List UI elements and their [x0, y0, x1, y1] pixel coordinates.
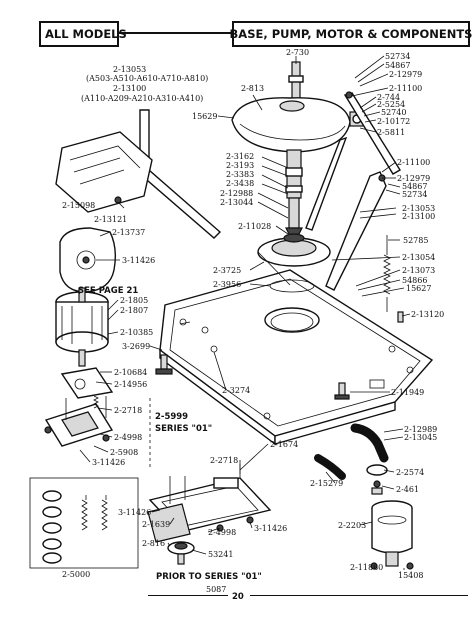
- label-3-11426-d: 3-11426: [254, 524, 287, 533]
- leader-lines: [75, 55, 411, 570]
- suspension-springs: [383, 235, 391, 312]
- label-2-2718-b: 2-2718: [210, 456, 238, 465]
- label-2-10172: 2-10172: [377, 117, 410, 126]
- header-right-title: BASE, PUMP, MOTOR & COMPONENTS: [230, 21, 472, 47]
- label-2-12989: 2-12989: [404, 425, 437, 434]
- label-2-5000: 2-5000: [62, 570, 90, 579]
- label-prior-series: PRIOR TO SERIES "01": [156, 572, 262, 582]
- label-2-1674: 2-1674: [270, 440, 298, 449]
- filter-canister: [370, 500, 414, 570]
- prior-series-bracket: [147, 460, 272, 565]
- label-2-3274: 2-3274: [222, 386, 250, 395]
- label-2-10684: 2-10684: [114, 368, 147, 377]
- label-2-13053-a: 2-13053: [113, 65, 146, 74]
- label-2-13053-b: 2-13053: [402, 204, 435, 213]
- label-2-1639: 2-1639: [142, 520, 170, 529]
- label-2-13100-a: 2-13100: [113, 84, 146, 93]
- label-3-2699: 3-2699: [122, 342, 150, 351]
- label-54866: 54866: [402, 276, 427, 285]
- label-52734-b: 52734: [402, 190, 427, 199]
- hoses: [314, 423, 389, 495]
- motor: [55, 287, 109, 367]
- page-number: 20: [232, 592, 244, 602]
- pump-body: [59, 227, 117, 293]
- drive-pulley: [257, 233, 331, 293]
- header-left-title: ALL MODELS: [39, 21, 127, 47]
- label-2-15098: 2-15098: [62, 201, 95, 210]
- label-2-11100-b: 2-11100: [397, 158, 430, 167]
- label-2-12979-b: 2-12979: [397, 174, 430, 183]
- label-2-15279: 2-15279: [310, 479, 343, 488]
- label-2-11880: 2-11880: [350, 563, 383, 572]
- label-2-2203: 2-2203: [338, 521, 366, 530]
- label-2-3383: 2-3383: [226, 170, 254, 179]
- label-2-816: 2-816: [142, 539, 165, 548]
- label-2-2718-a: 2-2718: [114, 406, 142, 415]
- footer-rule-left: [148, 595, 228, 596]
- label-53241: 53241: [208, 550, 233, 559]
- label-see-page: SEE PAGE 21: [78, 286, 138, 296]
- motor-mount: [44, 367, 114, 447]
- label-15627: 15627: [406, 284, 431, 293]
- base-plate: [159, 269, 434, 446]
- label-2-13737: 2-13737: [112, 228, 145, 237]
- label-2-13045: 2-13045: [404, 433, 437, 442]
- label-2-3193: 2-3193: [226, 161, 254, 170]
- washer-set-box: [29, 477, 139, 569]
- label-52734-a: 52734: [385, 52, 410, 61]
- label-2-13044: 2-13044: [220, 198, 253, 207]
- label-2-5254: 2-5254: [377, 100, 405, 109]
- label-2-5999: 2-5999: [155, 412, 188, 422]
- label-2-1807: 2-1807: [120, 306, 148, 315]
- label-2-4998-b: 2-4998: [208, 528, 236, 537]
- label-2-730: 2-730: [286, 48, 309, 57]
- label-2-11949: 2-11949: [391, 388, 424, 397]
- label-2-14956: 2-14956: [114, 380, 147, 389]
- label-2-13054: 2-13054: [402, 253, 435, 262]
- label-15629: 15629: [192, 112, 217, 121]
- label-models-b: (A110-A209-A210-A310-A410): [81, 94, 203, 103]
- page-code: 5087: [206, 585, 226, 594]
- label-2-813: 2-813: [241, 84, 264, 93]
- label-2-13121: 2-13121: [94, 215, 127, 224]
- label-2-5908: 2-5908: [110, 448, 138, 457]
- label-2-3438: 2-3438: [226, 179, 254, 188]
- label-54867-b: 54867: [402, 182, 427, 191]
- label-2-3725: 2-3725: [213, 266, 241, 275]
- label-series-01: SERIES "01": [155, 424, 212, 434]
- label-15408: 15408: [398, 571, 423, 580]
- label-2-11100-a: 2-11100: [389, 84, 422, 93]
- label-2-11028: 2-11028: [238, 222, 271, 231]
- label-2-3956: 2-3956: [213, 280, 241, 289]
- footer-rule-right: [250, 595, 468, 596]
- pump-cover: [55, 131, 153, 213]
- label-52785: 52785: [403, 236, 428, 245]
- label-2-2574: 2-2574: [396, 468, 424, 477]
- label-2-1805: 2-1805: [120, 296, 148, 305]
- leveling-legs: [155, 311, 404, 400]
- label-2-13120: 2-13120: [411, 310, 444, 319]
- transmission-assembly: [231, 61, 365, 241]
- label-3-11426-b: 3-11426: [92, 458, 125, 467]
- label-54867-a: 54867: [385, 61, 410, 70]
- label-2-744: 2-744: [377, 93, 400, 102]
- label-2-13073: 2-13073: [402, 266, 435, 275]
- label-2-12979-a: 2-12979: [389, 70, 422, 79]
- label-3-11426-a: 3-11426: [122, 256, 155, 265]
- part-labels: 2-730 52734 54867 2-12979 2-11100 2-744 …: [62, 48, 444, 602]
- label-2-13100-b: 2-13100: [402, 212, 435, 221]
- label-2-12988: 2-12988: [220, 189, 253, 198]
- label-2-5811: 2-5811: [377, 128, 405, 137]
- label-3-11426-c: 3-11426: [118, 508, 151, 517]
- label-52740: 52740: [381, 108, 406, 117]
- label-2-4998-a: 2-4998: [114, 433, 142, 442]
- label-2-461: 2-461: [396, 485, 419, 494]
- label-2-3162: 2-3162: [226, 152, 254, 161]
- label-2-10385: 2-10385: [120, 328, 153, 337]
- label-models-a: (A503-A510-A610-A710-A810): [86, 74, 208, 83]
- header-rule: [118, 32, 234, 34]
